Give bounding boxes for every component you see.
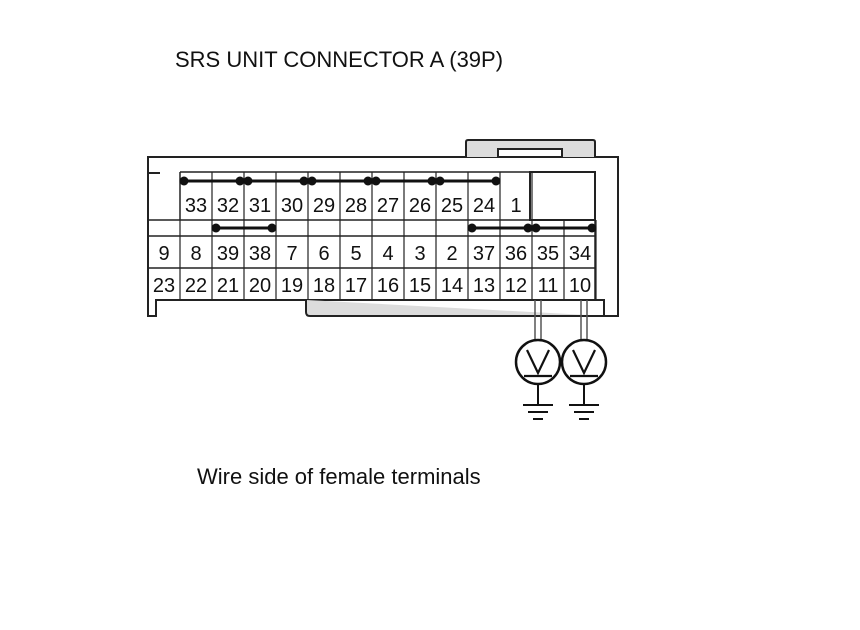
terminal-20-label: 20 (249, 275, 271, 297)
terminal-26-label: 26 (409, 195, 431, 217)
ground-icon (569, 404, 599, 420)
terminal-25-label: 25 (441, 195, 463, 217)
terminal-12-label: 12 (505, 275, 527, 297)
terminal-11-label: 11 (538, 275, 559, 297)
terminal-4-label: 4 (382, 243, 393, 265)
terminal-24-label: 24 (473, 195, 495, 217)
shorting-bar-end (427, 176, 437, 186)
shorting-bar-end (211, 223, 221, 233)
shorting-bar-end (435, 176, 445, 186)
terminal-32-label: 32 (217, 195, 239, 217)
v-glyph (526, 349, 550, 376)
right-keyway (529, 171, 596, 221)
terminal-18-label: 18 (313, 275, 335, 297)
shorting-bar-end (363, 176, 373, 186)
diagram-caption: Wire side of female terminals (197, 464, 481, 489)
terminal-37-label: 37 (473, 243, 495, 265)
terminal-35-label: 35 (537, 243, 559, 265)
shorting-bar-end (235, 176, 245, 186)
terminal-10-label: 10 (569, 275, 591, 297)
voltmeter-terminal-11 (514, 300, 562, 420)
terminal-33-label: 33 (185, 195, 207, 217)
terminal-2-label: 2 (446, 243, 457, 265)
terminal-30-label: 30 (281, 195, 303, 217)
terminal-8-label: 8 (190, 243, 201, 265)
terminal-34-label: 34 (569, 243, 591, 265)
shorting-bar-end (371, 176, 381, 186)
terminal-14-label: 14 (441, 275, 463, 297)
terminal-23-label: 23 (153, 275, 175, 297)
shorting-bars (179, 176, 597, 233)
voltmeter-probes (514, 300, 608, 420)
shorting-bar-end (467, 223, 477, 233)
terminal-38-label: 38 (249, 243, 271, 265)
terminal-3-label: 3 (414, 243, 425, 265)
shorting-bar-end (267, 223, 277, 233)
terminal-15-label: 15 (409, 275, 431, 297)
shorting-bar-end (523, 223, 533, 233)
voltmeter-terminal-10 (560, 300, 608, 420)
shorting-bar-end (531, 223, 541, 233)
terminal-6-label: 6 (318, 243, 329, 265)
terminal-7-label: 7 (286, 243, 297, 265)
shorting-bar-end (299, 176, 309, 186)
terminal-27-label: 27 (377, 195, 399, 217)
terminal-17-label: 17 (345, 275, 367, 297)
terminal-16-label: 16 (377, 275, 399, 297)
terminal-21-label: 21 (217, 275, 239, 297)
left-notch (147, 157, 160, 174)
terminal-19-label: 19 (281, 275, 303, 297)
diagram-title: SRS UNIT CONNECTOR A (39P) (175, 47, 504, 72)
terminal-13-label: 13 (473, 275, 495, 297)
voltmeter-icon (560, 338, 608, 386)
terminal-36-label: 36 (505, 243, 527, 265)
shorting-bar-end (587, 223, 597, 233)
shorting-bar-end (491, 176, 501, 186)
terminal-9-label: 9 (158, 243, 169, 265)
shorting-bar-end (179, 176, 189, 186)
terminal-28-label: 28 (345, 195, 367, 217)
housing-outline (147, 156, 619, 317)
v-glyph (572, 349, 596, 376)
terminal-31-label: 31 (249, 195, 271, 217)
terminal-5-label: 5 (350, 243, 361, 265)
locking-tab-slot (497, 148, 563, 158)
ground-icon (523, 404, 553, 420)
connector-housing (147, 139, 619, 317)
terminal-1-label: 1 (510, 195, 521, 217)
terminal-29-label: 29 (313, 195, 335, 217)
bottom-key (305, 300, 606, 317)
voltmeter-icon (514, 338, 562, 386)
shorting-bar-end (243, 176, 253, 186)
shorting-bar-end (307, 176, 317, 186)
terminal-22-label: 22 (185, 275, 207, 297)
terminal-39-label: 39 (217, 243, 239, 265)
